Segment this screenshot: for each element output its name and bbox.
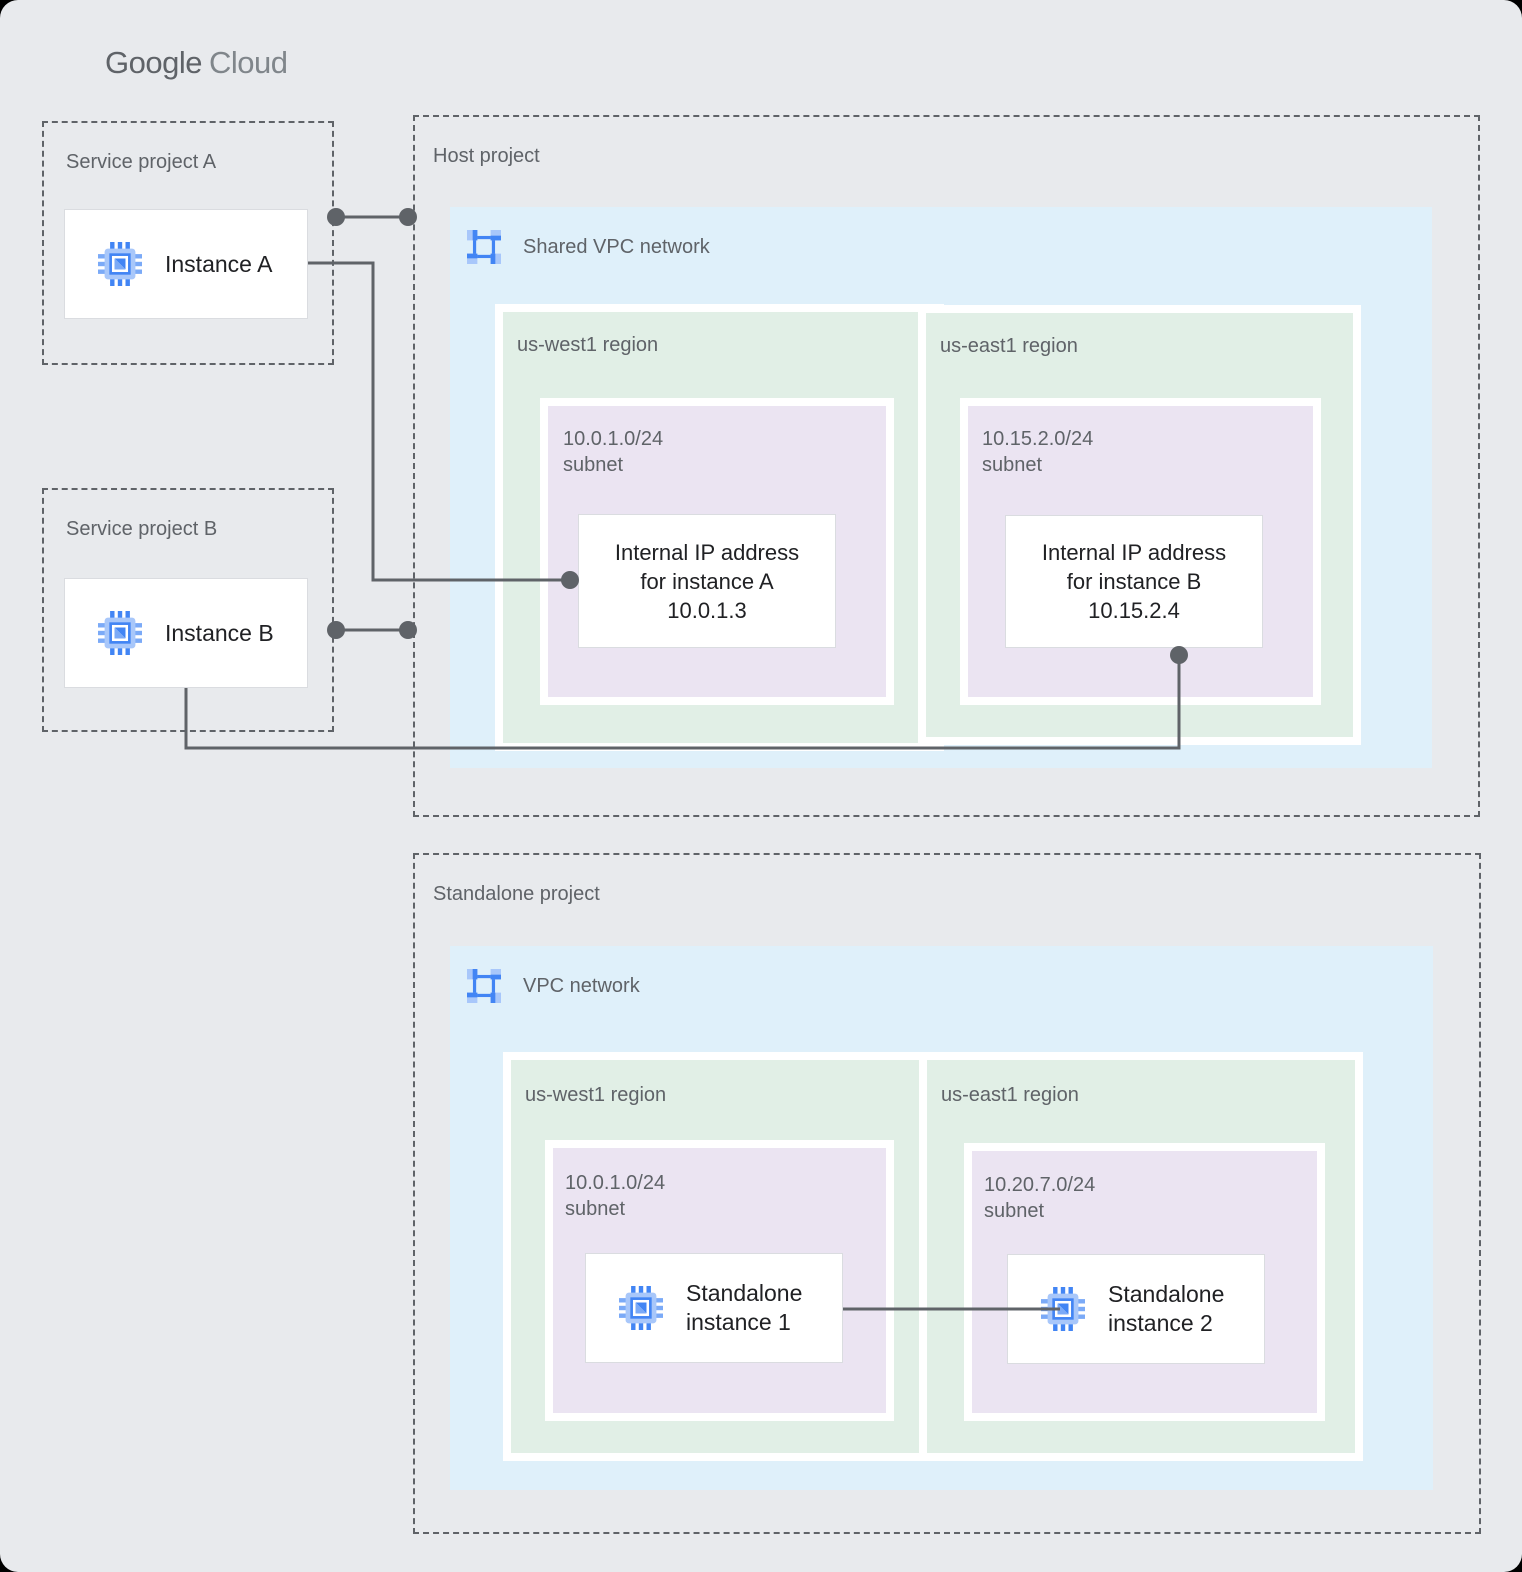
instance-b-card: Instance B [64,578,308,688]
standalone-instance-1-card: Standalone instance 1 [585,1253,843,1363]
vpc-network-icon [467,969,501,1003]
standalone-instance-2-card: Standalone instance 2 [1007,1254,1265,1364]
ip-card-line: for instance A [640,568,774,594]
standalone-instance-1-line: instance 1 [686,1309,791,1335]
host-west-subnet-label: 10.0.1.0/24 subnet [563,426,663,478]
host-east-subnet-label: 10.15.2.0/24 subnet [982,426,1093,478]
standalone-us-west1-region-label: us-west1 region [525,1084,667,1106]
ip-card-line: 10.0.1.3 [667,597,747,623]
service-project-b-label: Service project B [66,518,218,540]
ip-card-line: 10.15.2.4 [1088,598,1180,623]
host-us-east1-region-label: us-east1 region [940,335,1078,357]
service-project-a-label: Service project A [66,151,217,173]
standalone-us-east1-region-box: us-east1 region 10.20.7.0/24 subnet [919,1052,1363,1461]
standalone-west-subnet-label: 10.0.1.0/24 subnet [565,1170,665,1222]
subnet-word: subnet [982,454,1043,476]
instance-b-label: Instance B [165,619,274,646]
subnet-cidr: 10.0.1.0/24 [563,428,664,450]
service-project-b-box: Service project B Instance B [42,488,334,732]
vpc-network-box: VPC network us-west1 region 10.0.1.0/24 … [450,946,1433,1490]
vpc-network-label: VPC network [523,974,640,997]
host-us-west1-region-box: us-west1 region 10.0.1.0/24 subnet Inter… [495,304,944,751]
vpc-network-icon [467,230,501,264]
ip-card-line: Internal IP address [614,539,800,565]
internal-ip-instance-b-card: Internal IP address for instance B 10.15… [1005,515,1263,648]
host-us-west1-region-label: us-west1 region [517,334,659,356]
subnet-cidr: 10.0.1.0/24 [565,1172,666,1194]
compute-instance-icon [98,611,142,655]
logo-cloud-text: Cloud [208,44,288,80]
service-project-a-box: Service project A Instance A [42,121,334,365]
compute-instance-icon [98,242,142,286]
shared-vpc-network-box: Shared VPC network us-west1 region 10.0.… [450,207,1432,768]
standalone-east-subnet-label: 10.20.7.0/24 subnet [984,1172,1095,1224]
ip-card-line: Internal IP address [1041,540,1227,565]
standalone-east-subnet-box: 10.20.7.0/24 subnet [964,1143,1325,1421]
host-project-box: Host project Shared VPC network [413,115,1480,817]
standalone-instance-2-line: Standalone [1108,1281,1225,1307]
standalone-us-west1-region-box: us-west1 region 10.0.1.0/24 subnet [503,1052,944,1461]
standalone-project-label: Standalone project [433,883,600,905]
subnet-cidr: 10.20.7.0/24 [984,1174,1096,1196]
host-east-subnet-box: 10.15.2.0/24 subnet Internal IP address … [960,398,1321,705]
host-us-east1-region-box: us-east1 region 10.15.2.0/24 subnet Inte… [918,305,1361,745]
ip-card-line: for instance B [1066,569,1202,594]
subnet-word: subnet [984,1200,1045,1222]
standalone-project-box: Standalone project VPC network [413,853,1481,1534]
instance-a-label: Instance A [165,250,273,277]
internal-ip-instance-a-card: Internal IP address for instance A 10.0.… [578,514,836,648]
standalone-instance-2-line: instance 2 [1108,1310,1213,1336]
host-west-subnet-box: 10.0.1.0/24 subnet Internal IP address f… [540,398,894,705]
host-project-label: Host project [433,145,540,167]
shared-vpc-network-label: Shared VPC network [523,235,710,258]
subnet-word: subnet [565,1198,626,1220]
subnet-word: subnet [563,454,624,476]
subnet-cidr: 10.15.2.0/24 [982,428,1094,450]
instance-a-card: Instance A [64,209,308,319]
standalone-us-east1-region-label: us-east1 region [941,1084,1079,1106]
logo-google-text: Google [105,44,202,80]
standalone-west-subnet-box: 10.0.1.0/24 subnet [545,1140,894,1421]
compute-instance-icon [619,1286,663,1330]
compute-instance-icon [1041,1287,1085,1331]
standalone-instance-1-line: Standalone [686,1280,803,1306]
google-cloud-logo-icon [35,40,91,85]
